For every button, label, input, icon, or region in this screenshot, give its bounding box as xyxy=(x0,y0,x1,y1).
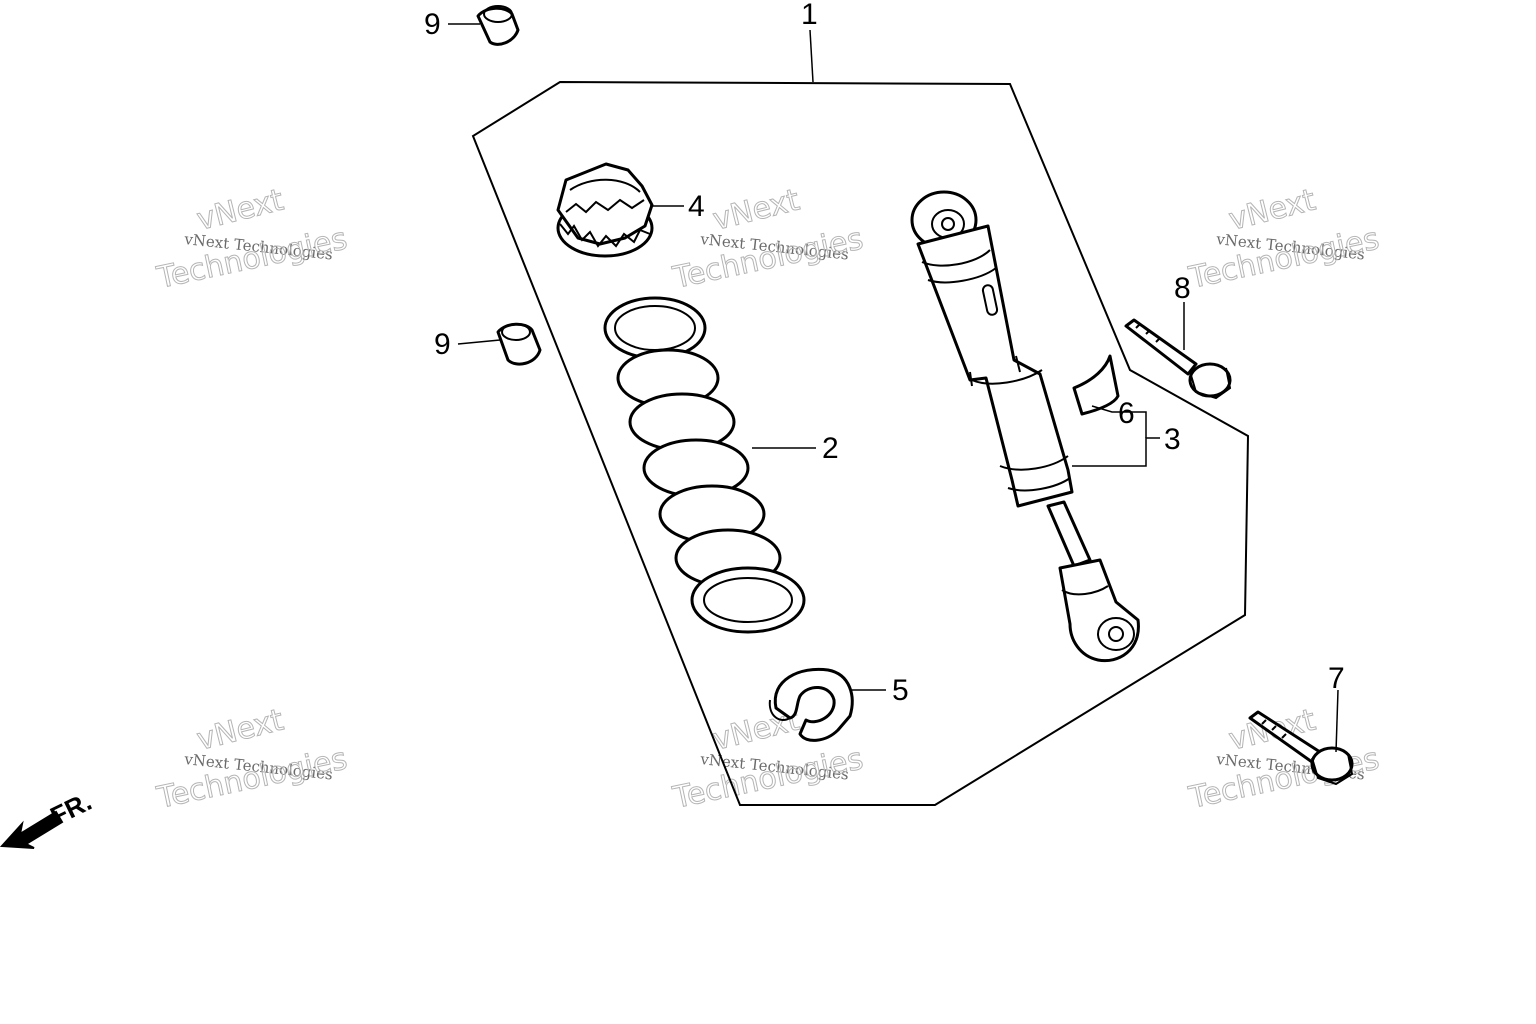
coil-spring-part[interactable] xyxy=(603,296,806,634)
front-direction-marker: FR. xyxy=(0,786,96,849)
watermark: vNext vNext Technologies Technologies xyxy=(153,182,351,297)
arrow-icon xyxy=(0,810,64,849)
nut-9-top-part[interactable] xyxy=(476,5,520,46)
watermark-logo-bottom: Technologies xyxy=(153,742,350,817)
callout-7: 7 xyxy=(1328,662,1345,695)
watermark-logo-top: vNext xyxy=(193,183,287,238)
callout-2: 2 xyxy=(822,432,839,465)
watermark-logo-bottom: Technologies xyxy=(1185,222,1382,297)
callout-8: 8 xyxy=(1174,272,1191,305)
shock-absorber-part[interactable] xyxy=(910,190,1140,663)
bolt-8-part[interactable] xyxy=(1124,318,1232,400)
watermark-logo-top: vNext xyxy=(193,703,287,758)
assembly-boundary xyxy=(471,80,1250,806)
watermark-logo-top: vNext xyxy=(709,183,803,238)
callout-6: 6 xyxy=(1118,397,1135,430)
watermark: vNext vNext Technologies Technologies xyxy=(1185,182,1383,297)
spring-adjuster-part[interactable] xyxy=(556,162,654,258)
callout-9-top: 9 xyxy=(424,8,441,41)
watermark: vNext vNext Technologies Technologies xyxy=(153,702,351,817)
callout-9-mid: 9 xyxy=(434,328,451,361)
watermark-logo-bottom: Technologies xyxy=(153,222,350,297)
bolt-7-part[interactable] xyxy=(1248,710,1354,786)
watermark-logo-bottom: Technologies xyxy=(669,222,866,297)
watermark-logo-bottom: Technologies xyxy=(1185,742,1382,817)
leader-lines xyxy=(448,23,1339,753)
callout-4: 4 xyxy=(688,190,705,223)
nut-9-mid-part[interactable] xyxy=(496,322,542,366)
callout-1: 1 xyxy=(801,0,818,31)
lower-spring-seat-part[interactable] xyxy=(768,667,854,742)
callout-5: 5 xyxy=(892,674,909,707)
callout-3: 3 xyxy=(1164,423,1181,456)
watermark-logo-top: vNext xyxy=(1225,183,1319,238)
label-part[interactable] xyxy=(1072,354,1120,416)
